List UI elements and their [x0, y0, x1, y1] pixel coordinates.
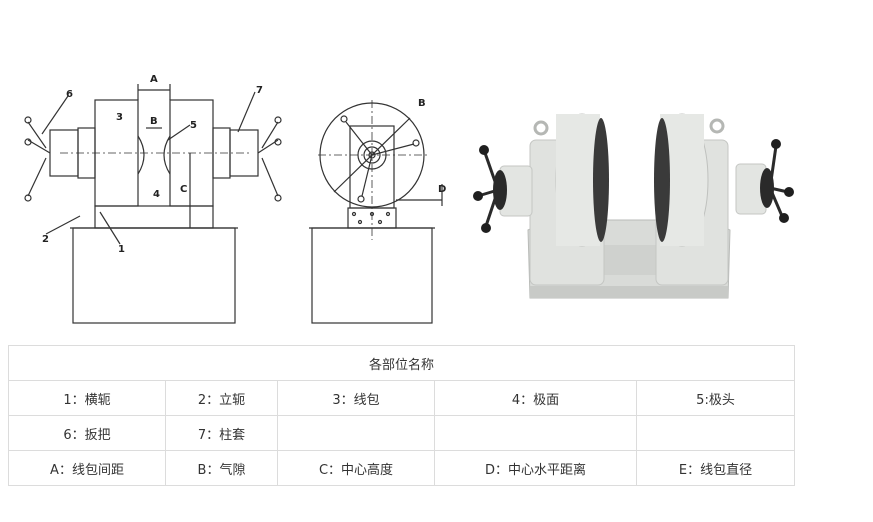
table-row: 1：横轭 2：立轭 3：线包 4：极面 5:极头 — [8, 380, 795, 416]
side-base-cabinet — [311, 227, 433, 324]
table-cell: 7：柱套 — [165, 415, 278, 451]
table-cell: E：线包直径 — [636, 450, 795, 486]
table-title-row: 各部位名称 — [8, 345, 795, 381]
callout-7: 7 — [256, 85, 263, 96]
table-cell: 3：线包 — [277, 380, 435, 416]
figures-area: 6 A 7 3 B 5 4 C 2 1 — [24, 74, 794, 324]
table-cell: C：中心高度 — [277, 450, 435, 486]
table-cell: A：线包间距 — [8, 450, 166, 486]
table-cell: 6：扳把 — [8, 415, 166, 451]
table-cell — [277, 415, 435, 451]
table-cell — [434, 415, 637, 451]
callout-d: D — [438, 184, 446, 195]
callout-2: 2 — [42, 234, 49, 245]
table-cell — [636, 415, 795, 451]
table-row: A：线包间距 B：气隙 C：中心高度 D：中心水平距离 E：线包直径 — [8, 450, 795, 486]
table-cell: 1：横轭 — [8, 380, 166, 416]
callout-b: B — [150, 116, 158, 127]
callout-6: 6 — [66, 89, 73, 100]
table-cell: 2：立轭 — [165, 380, 278, 416]
side-view-drawing — [309, 100, 443, 324]
device-photo — [473, 113, 794, 299]
table-cell: D：中心水平距离 — [434, 450, 637, 486]
front-base-cabinet — [72, 227, 236, 324]
table-row: 6：扳把 7：柱套 — [8, 415, 795, 451]
table-cell: B：气隙 — [165, 450, 278, 486]
callout-5: 5 — [190, 120, 197, 131]
front-yoke-base — [94, 205, 214, 229]
callout-4: 4 — [153, 189, 160, 200]
parts-name-table: 各部位名称 1：横轭 2：立轭 3：线包 4：极面 5:极头 6：扳把 7：柱套… — [8, 345, 795, 486]
callout-c: C — [180, 184, 187, 195]
table-title: 各部位名称 — [8, 345, 795, 381]
callout-a: A — [150, 74, 158, 85]
side-view-labels: B D — [418, 98, 446, 195]
callout-3: 3 — [116, 112, 123, 123]
table-cell: 4：极面 — [434, 380, 637, 416]
callout-b-side: B — [418, 98, 426, 109]
technical-drawings: 6 A 7 3 B 5 4 C 2 1 — [24, 74, 794, 324]
table-cell: 5:极头 — [636, 380, 795, 416]
front-view-drawing — [24, 84, 282, 324]
callout-1: 1 — [118, 244, 125, 255]
front-view-labels: 6 A 7 3 B 5 4 C 2 1 — [42, 74, 263, 255]
